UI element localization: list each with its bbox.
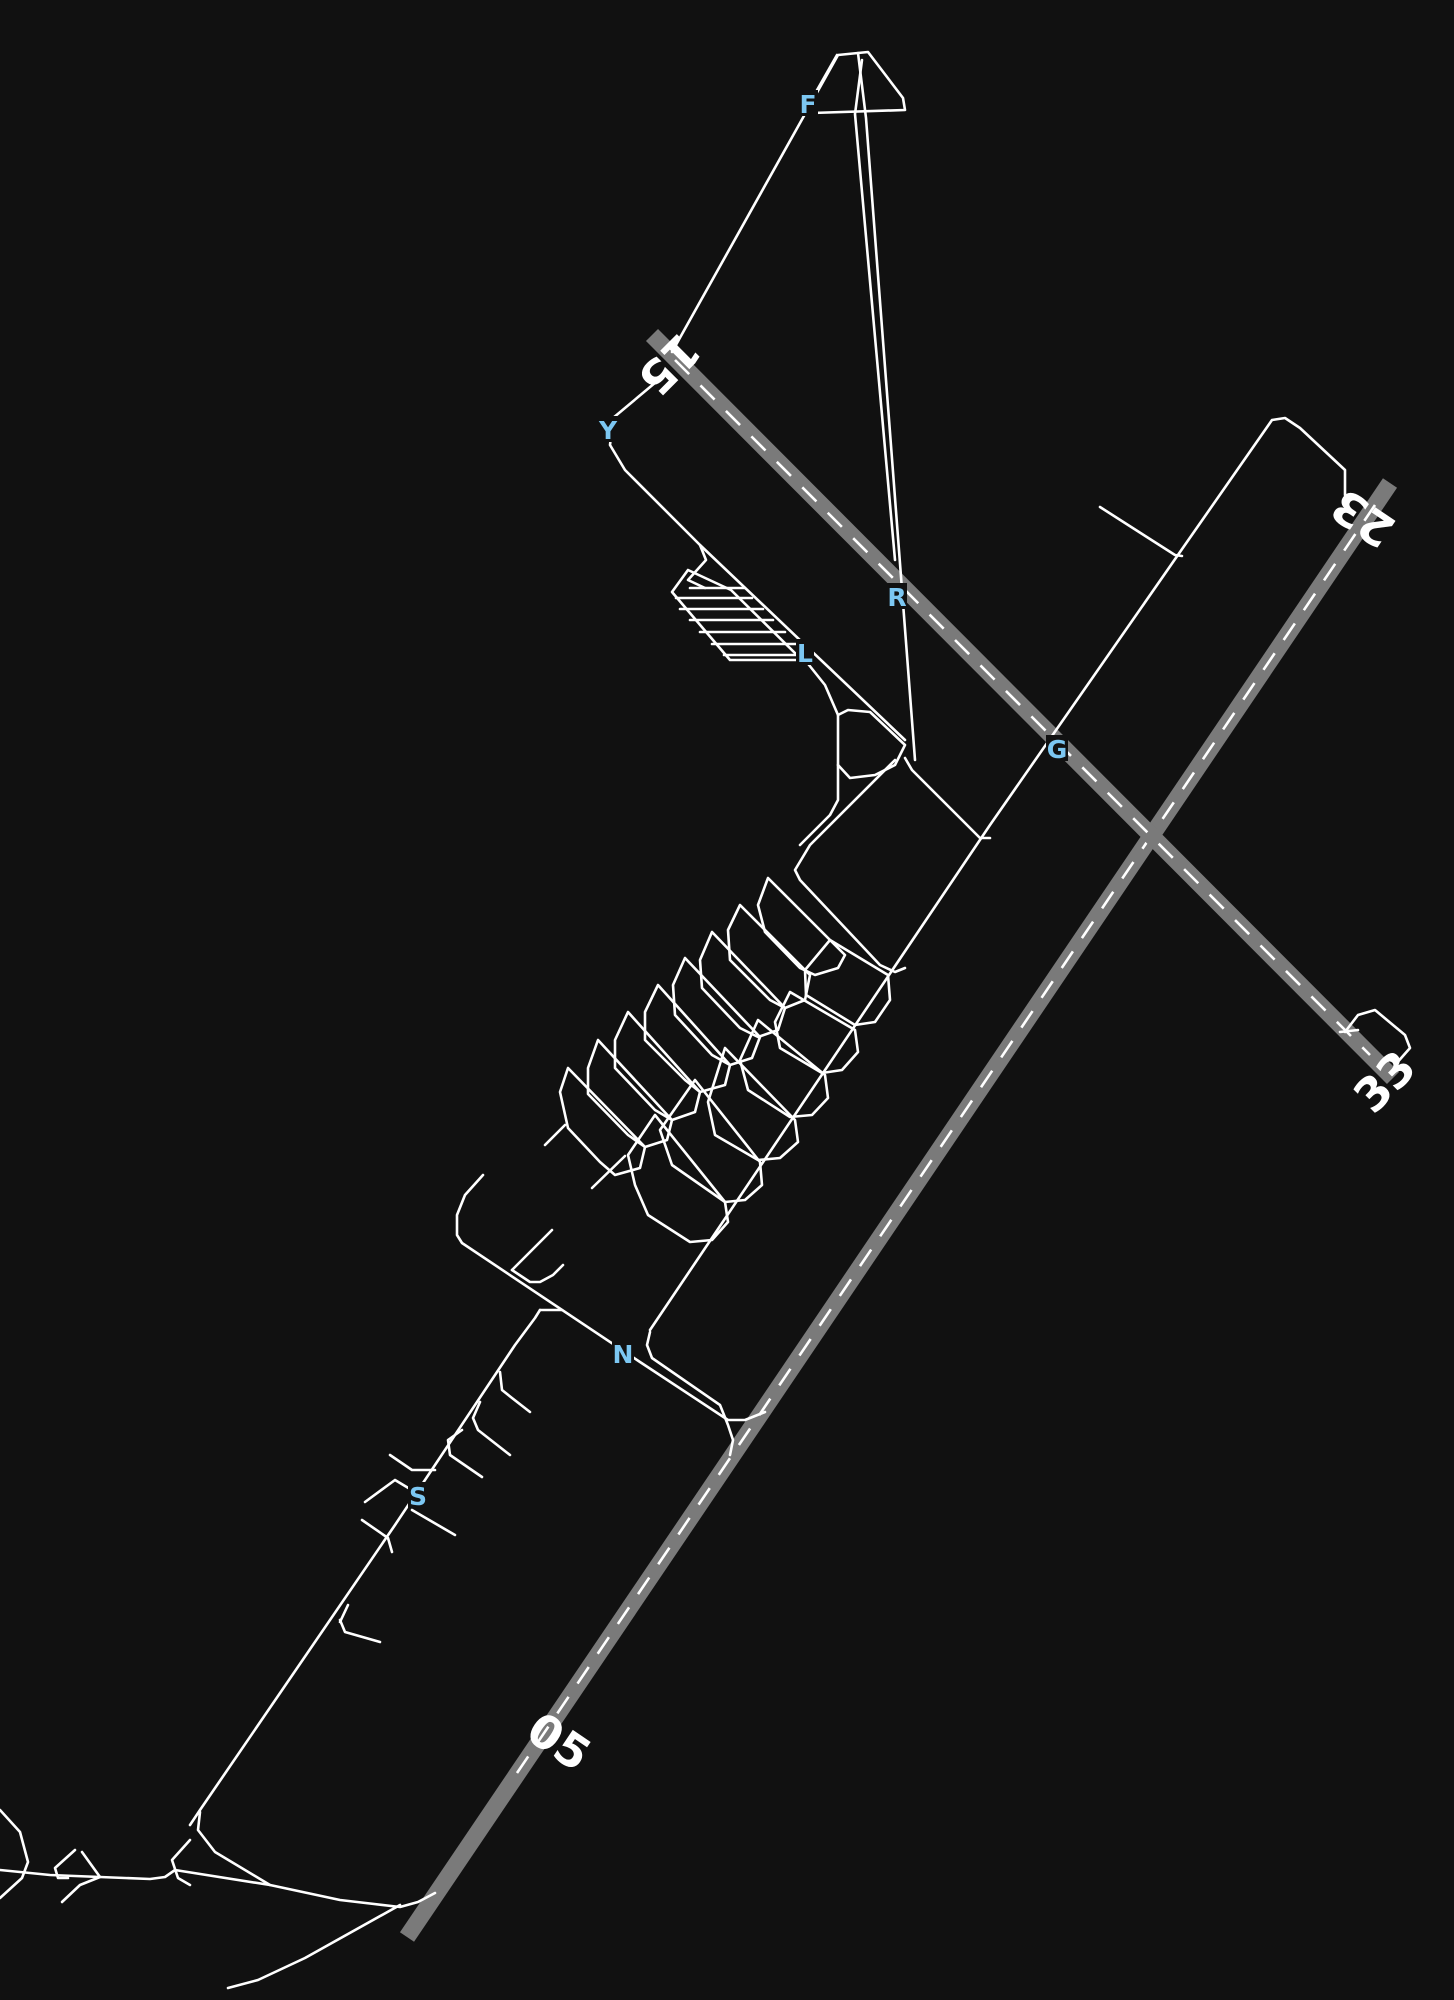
taxiway-south-west — [0, 1868, 177, 1881]
taxiway-label-g: G — [1047, 735, 1068, 764]
taxiway-f-apex — [856, 51, 917, 762]
taxiway-s-stub-2 — [471, 1400, 512, 1457]
taxiway-g-stub — [1098, 505, 1184, 558]
taxiway-y-spur — [686, 543, 708, 590]
taxiway-connector-apron — [793, 758, 907, 974]
closed-apron-hatch — [670, 568, 804, 662]
runway-05-23: 05 23 — [399, 478, 1405, 1942]
taxiway-n — [455, 1173, 767, 1422]
taxiway-s-stub-6 — [410, 1508, 457, 1537]
taxiway-l — [798, 658, 840, 847]
taxiway-label-l: L — [797, 639, 813, 668]
runway-end-33-label: 33 — [1343, 1040, 1426, 1123]
taxiway-f — [670, 50, 907, 354]
taxiway-network — [0, 50, 1412, 1990]
taxiway-s-stub-1 — [498, 1370, 532, 1414]
taxiway-label-y: Y — [598, 416, 618, 445]
taxiway-east-exit — [645, 1330, 735, 1457]
taxiway-r — [853, 58, 897, 562]
runway-15-33: 15 33 — [628, 323, 1427, 1124]
apron-stands — [558, 876, 892, 1244]
taxiway-n-link — [510, 1263, 565, 1284]
taxiway-s-stub-3 — [446, 1428, 484, 1479]
taxiway-g — [648, 416, 1347, 1332]
taxiway-label-n: N — [613, 1340, 634, 1369]
taxiway-south-loop-2 — [170, 1838, 192, 1887]
taxiway-south-west-2 — [173, 1868, 272, 1887]
taxiway-label-r: R — [887, 583, 906, 612]
apron-stub-1 — [543, 1123, 567, 1147]
taxiway-s-stub-9 — [338, 1603, 350, 1624]
runway-05-23-centerline — [515, 504, 1377, 1774]
taxiway-33-stub — [1338, 1028, 1360, 1034]
taxiway-south-loop — [196, 1810, 437, 1909]
taxiway-33-loop — [1343, 1008, 1412, 1067]
taxiway-south-road — [226, 1903, 402, 1990]
taxiway-south-west-5 — [0, 1808, 30, 1900]
taxiway-s — [188, 1308, 542, 1827]
taxiway-label-s: S — [409, 1482, 427, 1511]
taxiway-y — [608, 370, 907, 742]
taxiway-n-stub — [510, 1228, 554, 1272]
taxiway-r-connector — [903, 756, 992, 840]
taxiway-south-west-4 — [60, 1850, 102, 1904]
taxiway-s-stub-7 — [360, 1518, 394, 1554]
taxiway-label-f: F — [799, 90, 816, 119]
taxiway-s-stub-4 — [388, 1453, 437, 1472]
runway-15-33-centerline — [674, 359, 1371, 1056]
taxiway-l-link — [836, 708, 907, 780]
taxiway-south-west-3 — [53, 1848, 77, 1880]
taxiway-labels: F Y R L G N S — [408, 90, 1068, 1511]
taxiway-s-stub-8 — [338, 1618, 382, 1644]
apron-stub-2 — [590, 1154, 627, 1190]
